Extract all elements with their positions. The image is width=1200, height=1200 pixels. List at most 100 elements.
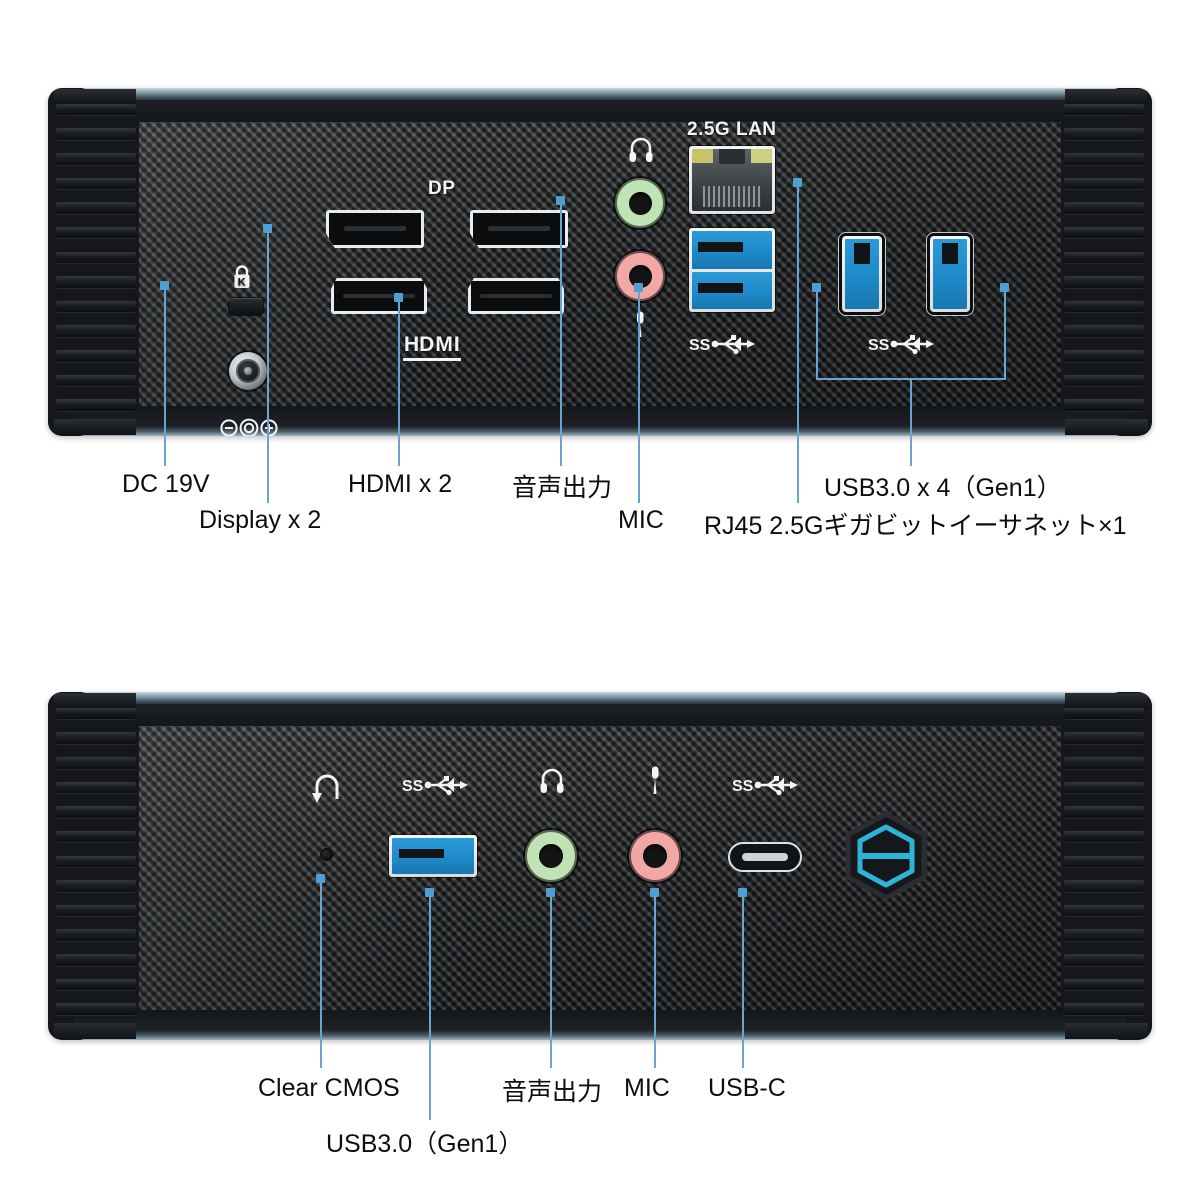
usb-c-port[interactable] [728, 842, 802, 872]
microphone-icon [637, 311, 644, 337]
displayport-silkscreen-label: DP [428, 178, 456, 199]
heatsink-fin [1063, 1003, 1145, 1015]
anchor-audio-out [556, 196, 565, 205]
rear-top-edge-highlight [76, 88, 1124, 100]
callout-usb30-x4: USB3.0 x 4（Gen1） [824, 474, 1062, 502]
displayport-1[interactable] [326, 210, 424, 248]
front-chassis-body: SS [48, 692, 1152, 1040]
leader-usb30-gen1 [429, 897, 431, 1120]
rear-top-shade [74, 98, 1126, 124]
heatsink-fin [55, 226, 137, 239]
usb-superspeed-icon-front-left: SS [402, 776, 468, 796]
svg-text:SS: SS [868, 337, 890, 354]
callout-display-x2: Display x 2 [199, 506, 322, 534]
leader-audio-out-front [550, 897, 552, 1068]
heatsink-fin [1063, 806, 1145, 818]
heatsink-fin [55, 806, 137, 818]
mic-in-jack-front[interactable] [629, 830, 681, 882]
usb-superspeed-icon-front-right: SS [732, 776, 798, 796]
heatsink-fin [1063, 325, 1145, 337]
callout-audio-out-front: 音声出力 [502, 1078, 603, 1106]
heatsink-fin [55, 830, 137, 843]
heatsink-corner [1065, 1022, 1148, 1039]
heatsink-fin [1063, 251, 1145, 264]
heatsink-fin [55, 177, 137, 190]
heatsink-fin [55, 276, 137, 288]
callout-mic-front: MIC [624, 1074, 670, 1102]
heatsink-fin [1063, 978, 1145, 991]
anchor-hdmi-x2 [394, 293, 403, 302]
mic-in-jack[interactable] [615, 251, 665, 301]
anchor-rj45 [793, 178, 802, 187]
usb3-stacked-ports[interactable] [689, 228, 775, 312]
heatsink-fin [1063, 300, 1145, 313]
anchor-usb30-gen1 [425, 888, 434, 897]
leader-usb30-right-drop [1004, 292, 1006, 380]
displayport-2[interactable] [470, 210, 568, 248]
callout-usb30-gen1: USB3.0（Gen1） [326, 1130, 524, 1158]
heatsink-fin [1063, 399, 1145, 411]
leader-usb30-left-drop [816, 292, 818, 380]
heatsink-corner [54, 1022, 137, 1039]
anchor-dc-19v [160, 281, 169, 290]
heatsink-fin [55, 929, 137, 941]
front-panel-chassis: SS [48, 692, 1152, 1040]
leader-clear-cmos [320, 883, 322, 1068]
leader-audio-out [560, 205, 562, 466]
heatsink-fin [55, 325, 137, 337]
usb3-slot-upper[interactable] [692, 231, 772, 269]
heatsink-fin [55, 978, 137, 991]
lan-silkscreen-label: 2.5G LAN [687, 119, 777, 140]
reset-arrow-icon [312, 774, 339, 803]
hdmi-2[interactable] [468, 278, 564, 314]
rj45-lan-port[interactable] [689, 146, 775, 214]
anchor-display-x2 [263, 224, 272, 233]
usb3-slot-lower[interactable] [692, 271, 772, 309]
heatsink-fin [1063, 103, 1145, 116]
heatsink-fin [55, 350, 137, 362]
callout-hdmi-x2: HDMI x 2 [348, 470, 453, 498]
front-top-edge-highlight [76, 692, 1124, 704]
hdmi-1[interactable] [331, 278, 427, 314]
front-heatsink-fins-left [52, 693, 137, 1039]
heatsink-fin [55, 300, 137, 313]
front-heatsink-fins-right [1063, 693, 1148, 1039]
usb3-vertical-2[interactable] [930, 236, 970, 312]
heatsink-fin [55, 880, 137, 892]
leader-mic [638, 292, 640, 503]
heatsink-fin [55, 128, 137, 140]
leader-rj45 [797, 187, 799, 503]
rear-chassis-body: K DP [48, 88, 1152, 436]
usb3-type-a-front[interactable] [389, 835, 477, 877]
anchor-clear-cmos [316, 874, 325, 883]
leader-mic-front [654, 897, 656, 1068]
dc-polarity-icon [220, 418, 278, 436]
svg-text:SS: SS [402, 778, 424, 795]
microphone-icon-front [652, 766, 659, 794]
heatsink-fin [1063, 374, 1145, 387]
heatsink-fin [1063, 707, 1145, 720]
clear-cmos-pinhole[interactable] [320, 848, 333, 861]
heatsink-fin [1063, 276, 1145, 288]
anchor-audio-out-front [546, 888, 555, 897]
hdmi-silkscreen-label: HDMI [403, 333, 461, 361]
leader-hdmi-x2 [398, 302, 400, 466]
anchor-usb-c [738, 888, 747, 897]
rear-carbon-face [138, 122, 1062, 406]
callout-clear-cmos: Clear CMOS [258, 1074, 400, 1102]
heatsink-fin [1063, 830, 1145, 843]
anchor-usb30-left [812, 283, 821, 292]
heatsink-fin [55, 251, 137, 264]
usb-superspeed-icon-right: SS [868, 335, 934, 355]
anchor-mic-front [650, 888, 659, 897]
heatsink-fin [1063, 929, 1145, 941]
heatsink-fin [1063, 757, 1145, 769]
heatsink-fin [55, 707, 137, 720]
power-button[interactable] [840, 810, 932, 902]
audio-out-jack[interactable] [615, 178, 665, 228]
usb3-vertical-1[interactable] [842, 236, 882, 312]
rear-panel-chassis: K DP [48, 88, 1152, 436]
audio-out-jack-front[interactable] [525, 830, 577, 882]
heatsink-fin [55, 855, 137, 868]
callout-audio-out: 音声出力 [512, 474, 613, 502]
